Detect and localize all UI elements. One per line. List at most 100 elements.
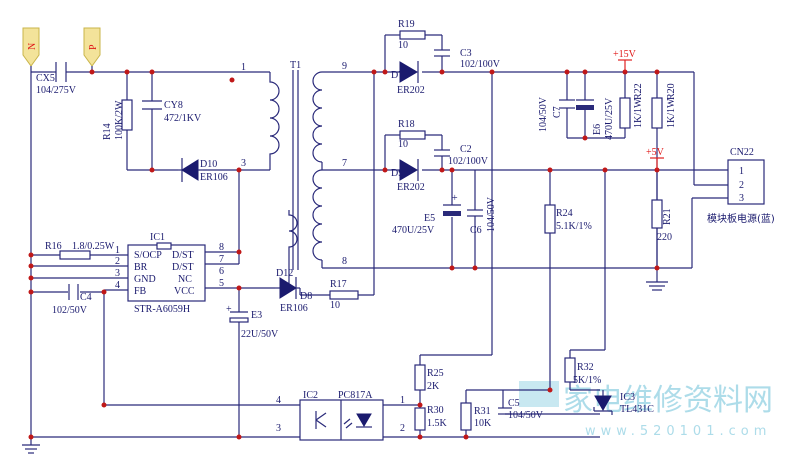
rail-15v-label: +15V — [613, 49, 637, 60]
cy8-ref: CY8 — [164, 100, 183, 111]
e3-capacitor: + E3 22U/50V — [226, 304, 279, 340]
d7-value: ER202 — [397, 85, 425, 96]
r21-resistor: R21 220 — [651, 199, 673, 243]
t1-pin9: 9 — [342, 61, 347, 72]
r14-value: 100K/2W — [114, 100, 125, 140]
c5-ref: C5 — [508, 398, 520, 409]
input-n-label: N — [27, 43, 38, 50]
ic1-pin2-num: 2 — [115, 256, 120, 267]
d9-diode: D9 ER202 — [391, 159, 425, 193]
watermark-brand: 家电维修资料网 — [563, 383, 773, 418]
ic1-pin3-num: 3 — [115, 268, 120, 279]
c7-value: 104/50V — [538, 96, 549, 132]
t1-pin1: 1 — [241, 62, 246, 73]
r24-ref: R24 — [556, 208, 573, 219]
r17-resistor: R17 10 — [329, 279, 359, 311]
r17-value: 10 — [330, 300, 340, 311]
ic2-pc817a: IC2 PC817A 4 3 1 2 — [276, 390, 405, 441]
d8-value: ER106 — [280, 303, 308, 314]
r18-ref: R18 — [398, 119, 415, 130]
r18-resistor: R18 10 — [398, 119, 426, 150]
r20-value: 1K/1W — [666, 98, 677, 128]
ic1-pin7-name: D/ST — [172, 262, 194, 273]
rail-markers: +15V +5V — [613, 49, 665, 170]
cy8-value: 472/1KV — [164, 113, 202, 124]
c7-capacitor: C7 104/50V — [538, 96, 575, 132]
c2-ref: C2 — [460, 144, 472, 155]
transformer-t1: T1 1 3 9 7 8 — [229, 60, 692, 288]
ic1-str-a6059h: IC1 STR-A6059H S/OCP BR GND FB D/ST D/ST… — [115, 232, 224, 315]
e5-value: 470U/25V — [392, 225, 435, 236]
svg-text:+: + — [226, 304, 232, 315]
c7-ref: C7 — [552, 106, 563, 118]
ic1-pin1-name: S/OCP — [134, 250, 162, 261]
svg-text:+: + — [452, 193, 458, 204]
ic1-pin5-name: VCC — [174, 286, 195, 297]
ic1-pin7-num: 7 — [219, 254, 224, 265]
c6-capacitor: C6 104/50V — [467, 196, 497, 236]
r25-value: 2K — [427, 381, 440, 392]
input-p-label: P — [88, 44, 99, 50]
ic1-pin8-name: D/ST — [172, 250, 194, 261]
r30-ref: R30 — [427, 405, 444, 416]
c6-value: 104/50V — [486, 196, 497, 232]
r31-ref: R31 — [474, 406, 491, 417]
r22-ref: R22 — [633, 83, 644, 100]
ic2-pin2: 2 — [400, 423, 405, 434]
r22-resistor: R22 1K/1W — [619, 83, 644, 129]
cx5-capacitor: CX5 104/275V — [36, 62, 77, 96]
e5-ref: E5 — [424, 213, 435, 224]
ic2-pin1: 1 — [400, 395, 405, 406]
t1-ref: T1 — [290, 60, 301, 71]
c3-value: 102/100V — [460, 59, 501, 70]
watermark: 家电维修资料网 www.520101.com — [519, 381, 773, 439]
r16-resistor: R16 1.8/0.25W — [45, 241, 115, 260]
r30-value: 1.5K — [427, 418, 448, 429]
r24-value: 5.1K/1% — [556, 221, 592, 232]
r21-ref: R21 — [662, 208, 673, 225]
c4-capacitor: C4 102/50V — [52, 284, 92, 316]
rail-5v-label: +5V — [646, 147, 665, 158]
ic1-pin8-num: 8 — [219, 242, 224, 253]
ic2-ref: IC2 — [303, 390, 318, 401]
d7-ref: D7 — [391, 70, 403, 81]
ic1-pin4-num: 4 — [115, 280, 120, 291]
d8-ref: D8 — [300, 291, 312, 302]
e3-ref: E3 — [251, 310, 262, 321]
r14-ref: R14 — [102, 123, 113, 140]
r32-value: 5K/1% — [573, 375, 601, 386]
c6-ref: C6 — [470, 225, 482, 236]
e6-value: 470U/25V — [604, 97, 615, 140]
r16-value: 1.8/0.25W — [72, 241, 115, 252]
c2-capacitor: C2 102/100V — [434, 144, 489, 167]
cn22-caption: 模块板电源(蓝) — [707, 212, 775, 225]
t1-pin7: 7 — [342, 158, 347, 169]
ic3-part: TL431C — [620, 404, 654, 415]
r14-resistor: R14 100K/2W — [102, 99, 133, 140]
r17-ref: R17 — [330, 279, 347, 290]
r25-resistor: R25 2K — [414, 364, 444, 392]
ic1-pin4-name: FB — [134, 286, 147, 297]
cn22-pin2: 2 — [739, 180, 744, 191]
input-n-terminal — [22, 27, 40, 67]
cx5-value: 104/275V — [36, 85, 77, 96]
ic2-part: PC817A — [338, 390, 373, 401]
r32-ref: R32 — [577, 362, 594, 373]
d9-ref: D9 — [391, 168, 403, 179]
primary-junctions — [28, 69, 242, 440]
r31-resistor: R31 10K — [460, 402, 492, 431]
input-p-terminal — [83, 27, 101, 67]
d10-value: ER106 — [200, 172, 228, 183]
r30-resistor: R30 1.5K — [414, 405, 448, 431]
r32-resistor: R32 5K/1% — [564, 357, 601, 386]
cn22-connector: CN22 1 2 3 模块板电源(蓝) — [707, 147, 775, 225]
t1-pin3: 3 — [241, 158, 246, 169]
ic2-pin3: 3 — [276, 423, 281, 434]
ic1-ref: IC1 — [150, 232, 165, 243]
ic1-pin5-num: 5 — [219, 278, 224, 289]
e6-capacitor: E6 470U/25V — [576, 97, 615, 140]
r19-value: 10 — [398, 40, 408, 51]
cn22-ref: CN22 — [730, 147, 754, 158]
input-terminals: N P — [22, 27, 101, 67]
